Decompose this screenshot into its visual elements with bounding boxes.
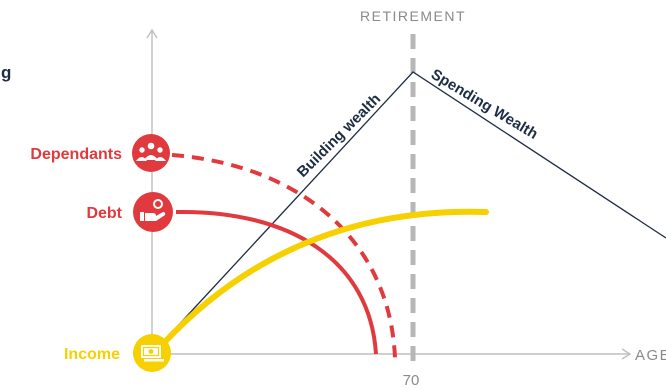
- hand-coin-icon: [140, 199, 166, 221]
- wealth-path: Building wealth Spending Wealth: [173, 66, 666, 331]
- dependants-curve: [171, 153, 397, 359]
- wealth-line: [173, 71, 666, 331]
- dependants-marker: Dependants: [30, 134, 170, 172]
- spending-wealth-label: Spending Wealth: [428, 66, 541, 143]
- x-axis-arrow: [621, 348, 632, 360]
- y-axis-arrow: [146, 28, 158, 39]
- retirement-marker: RETIREMENT 70: [360, 8, 466, 389]
- axes: AGE: [146, 28, 666, 364]
- left-edge-fragment: g: [1, 63, 11, 82]
- dependants-label: Dependants: [30, 146, 122, 163]
- income-label: Income: [64, 346, 120, 363]
- retirement-age-label: 70: [403, 372, 420, 389]
- income-marker: Income: [64, 334, 171, 372]
- retirement-label: RETIREMENT: [360, 8, 466, 24]
- building-wealth-label: Building wealth: [294, 90, 384, 180]
- debt-icon-bg: [133, 192, 173, 232]
- dependants-icon-bg: [132, 134, 170, 172]
- x-axis-label: AGE: [635, 347, 666, 364]
- people-group-icon: [136, 142, 166, 161]
- income-curve: [159, 208, 489, 348]
- debt-marker: Debt: [86, 192, 173, 232]
- debt-curve: [175, 209, 378, 355]
- cash-icon: [141, 345, 164, 362]
- debt-label: Debt: [86, 205, 122, 222]
